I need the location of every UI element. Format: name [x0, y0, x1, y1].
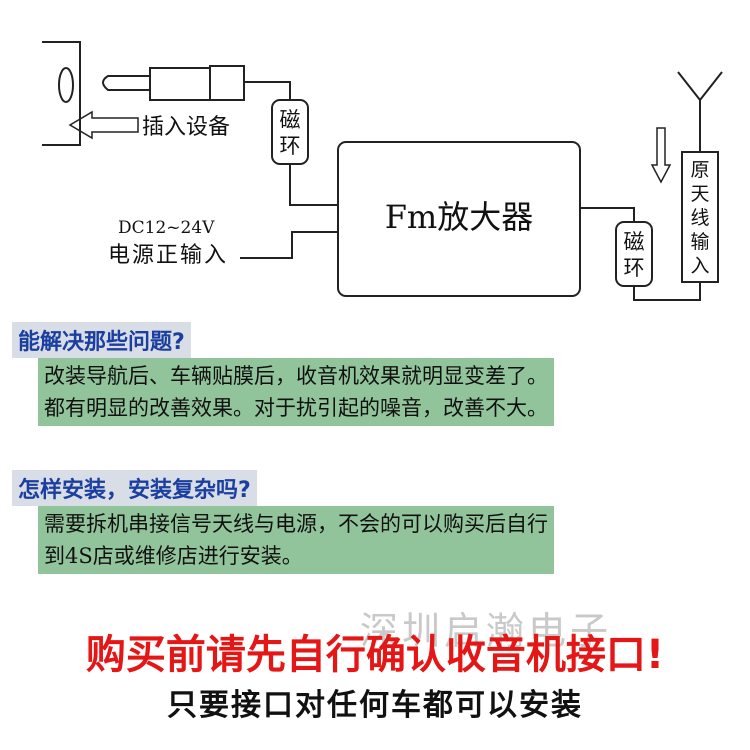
left-arrow-icon — [68, 110, 139, 140]
cable-ring-amp — [289, 164, 338, 206]
socket-hole — [58, 67, 74, 103]
antenna-char: 原 — [690, 159, 709, 181]
faq-answer-1-line-1: 改装导航后、车辆贴膜后，收音机效果就明显变差了。 — [44, 364, 548, 388]
plug-tip — [102, 75, 150, 91]
faq-question-1: 能解决那些问题? — [12, 322, 191, 358]
antenna-char: 天 — [690, 183, 709, 205]
ring-left-char: 磁 — [280, 108, 301, 132]
watermark: 深圳启瀚电子 — [360, 609, 613, 653]
warning-banner: 购买前请先自行确认收音机接口! — [85, 632, 665, 678]
faq-answer-1-line-2: 都有明显的改善效果。对于扰引起的噪音，改善不大。 — [44, 396, 548, 420]
ring-left-label: 磁环 — [280, 108, 301, 158]
faq-answer-2-line-1: 需要拆机串接信号天线与电源，不会的可以购买后自行 — [44, 512, 548, 536]
amplifier-label: Fm放大器 — [385, 198, 534, 236]
device-socket-outline — [42, 41, 81, 146]
compatibility-note: 只要接口对任何车都可以安装 — [167, 688, 583, 723]
plug-collar — [209, 65, 245, 101]
cable-amp-ring — [580, 207, 635, 222]
antenna-char: 入 — [690, 255, 709, 277]
antenna-right-arm — [699, 71, 723, 101]
antenna-char: 输 — [690, 231, 709, 253]
faq-answer-1: 改装导航后、车辆贴膜后，收音机效果就明显变差了。 都有明显的改善效果。对于扰引起… — [38, 358, 554, 426]
insert-label: 插入设备 — [142, 115, 230, 140]
faq-answer-2-line-2: 到4S店或维修店进行安装。 — [44, 544, 303, 568]
ring-left-char: 环 — [280, 134, 301, 158]
ring-right-label: 磁环 — [624, 230, 645, 280]
cable-plug-ring — [244, 81, 291, 100]
cable-ring-antenna — [633, 282, 701, 301]
faq-answer-2: 需要拆机串接信号天线与电源，不会的可以购买后自行 到4S店或维修店进行安装。 — [38, 506, 554, 574]
antenna-left-arm — [677, 71, 701, 101]
plug-body — [149, 67, 211, 101]
faq-question-2: 怎样安装，安装复杂吗? — [12, 470, 257, 506]
power-line — [240, 231, 338, 259]
ring-right-char: 磁 — [624, 230, 645, 254]
power-spec-label: DC12~24V — [118, 218, 215, 238]
power-input-label: 电源正输入 — [108, 243, 228, 268]
down-arrow-icon — [650, 127, 672, 184]
antenna-char: 线 — [690, 207, 709, 229]
ring-right-char: 环 — [624, 256, 645, 280]
amplifier-box — [337, 141, 581, 297]
